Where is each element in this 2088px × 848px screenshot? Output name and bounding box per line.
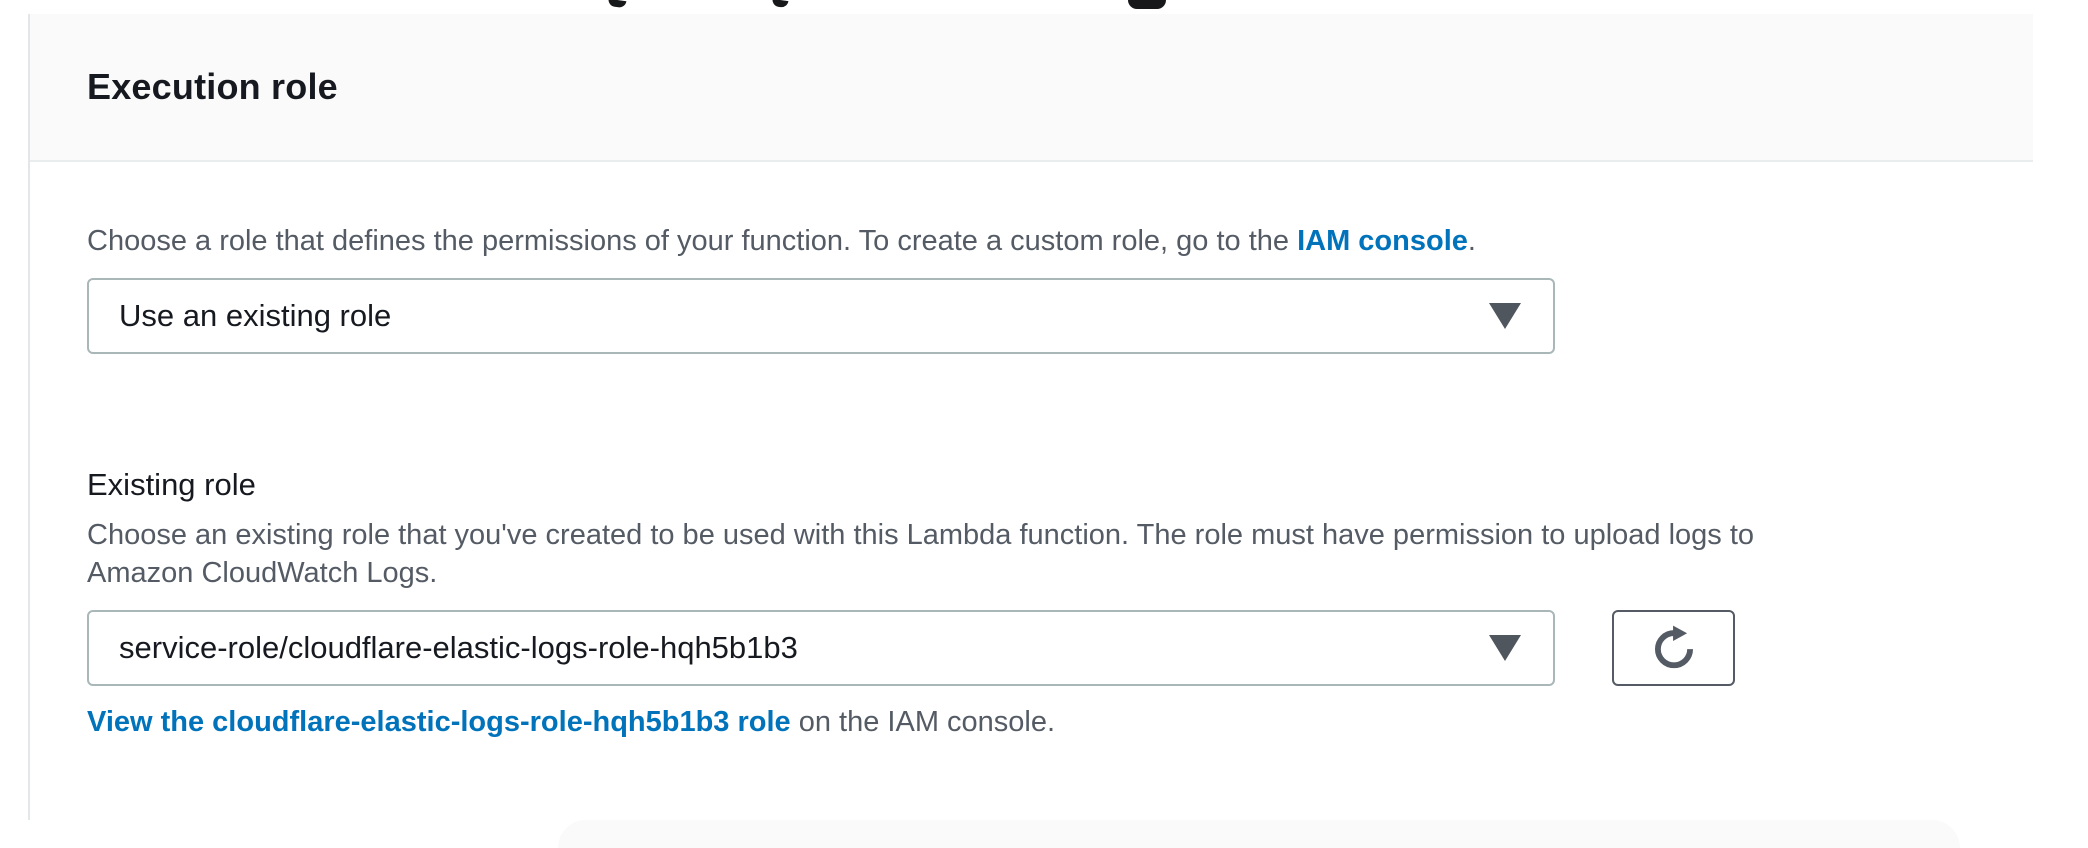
card-header: Execution role (30, 14, 2033, 160)
existing-role-help-line1: Choose an existing role that you've crea… (87, 519, 1755, 551)
card-body: Choose a role that defines the permissio… (30, 162, 2033, 742)
card-title: Execution role (87, 66, 338, 107)
clipped-text-fragment (607, 0, 627, 9)
existing-role-label: Existing role (87, 467, 256, 502)
existing-role-help-line2: Amazon CloudWatch Logs. (87, 557, 438, 589)
existing-role-select[interactable]: service-role/cloudflare-elastic-logs-rol… (87, 610, 1555, 686)
execution-role-card: Execution role Choose a role that define… (28, 14, 2033, 820)
role-source-description-suffix: . (1467, 225, 1476, 257)
existing-role-row: service-role/cloudflare-elastic-logs-rol… (87, 610, 2033, 686)
chevron-down-icon (1489, 303, 1521, 329)
role-source-description-text: Choose a role that defines the permissio… (87, 225, 1298, 257)
view-role-link[interactable]: View the cloudflare-elastic-logs-role-hq… (87, 706, 791, 738)
existing-role-help: Choose an existing role that you've crea… (87, 516, 2033, 592)
iam-console-link[interactable]: IAM console (1297, 225, 1468, 257)
clipped-text-fragment (771, 0, 789, 9)
next-section-edge (558, 820, 1960, 848)
role-source-description: Choose a role that defines the permissio… (87, 222, 2033, 260)
role-source-select[interactable]: Use an existing role (87, 278, 1555, 354)
clipped-text-fragment (1128, 0, 1166, 9)
role-source-select-value: Use an existing role (119, 298, 392, 333)
view-role-suffix: on the IAM console. (790, 706, 1056, 738)
chevron-down-icon (1489, 635, 1521, 661)
view-role-line: View the cloudflare-elastic-logs-role-hq… (87, 702, 2033, 742)
refresh-icon (1654, 625, 1693, 669)
existing-role-select-value: service-role/cloudflare-elastic-logs-rol… (119, 630, 798, 665)
card-divider (30, 160, 2033, 162)
refresh-roles-button[interactable] (1612, 610, 1735, 686)
